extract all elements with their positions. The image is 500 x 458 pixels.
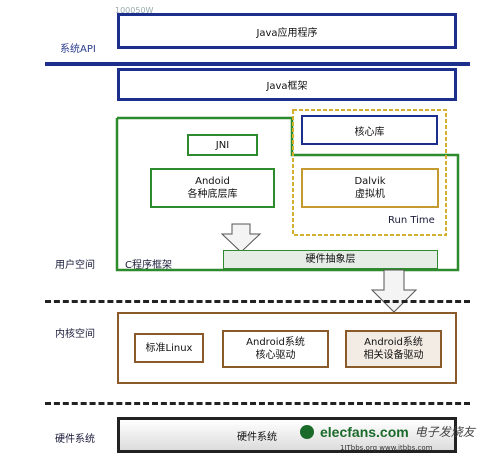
hardware-label: 硬件系统 [237, 431, 277, 443]
c-framework-label: C程序框架 [125, 260, 172, 271]
top-watermark: 100050W [115, 6, 154, 15]
jni-label: JNI [215, 139, 230, 151]
elecfans-logo-icon [300, 424, 314, 439]
elecfans-watermark: elecfans.com 电子发烧友 [300, 423, 475, 440]
java-framework-label: Java框架 [266, 81, 308, 92]
elecfans-logo-text: elecfans.com [320, 423, 409, 440]
arrow-userspace-to-kernel [370, 269, 418, 313]
java-apps-box: Java应用程序 [117, 13, 457, 49]
std-linux-label: 标准Linux [145, 342, 193, 354]
android-core-drivers-label-1: Android系统 [246, 337, 305, 348]
elecfans-url: 1ITbbs.org www.itbbs.com [340, 444, 433, 452]
jni-box: JNI [187, 134, 258, 156]
layer-label-user-space: 用户空间 [55, 260, 95, 271]
core-libs-box: 核心库 [301, 115, 438, 145]
kernel-hardware-separator [45, 402, 470, 405]
core-libs-label: 核心库 [354, 126, 385, 138]
hal-label: 硬件抽象层 [305, 254, 356, 265]
dalvik-box: Dalvik 虚拟机 [301, 168, 439, 208]
dalvik-label-2: 虚拟机 [355, 189, 385, 200]
layer-label-kernel-space: 内核空间 [55, 329, 95, 340]
native-libs-label-2: 各种底层库 [187, 189, 238, 200]
layer-label-system-api: 系统API [60, 44, 96, 55]
android-core-drivers-box: Android系统 核心驱动 [222, 330, 329, 368]
native-libs-box: Andoid 各种底层库 [150, 168, 275, 208]
hardware-box: 硬件系统 [117, 417, 457, 453]
android-device-drivers-label-2: 相关设备驱动 [363, 350, 424, 361]
std-linux-box: 标准Linux [134, 333, 204, 363]
arrow-native-to-hal [220, 223, 262, 253]
java-framework-box: Java框架 [117, 68, 457, 101]
runtime-outline [292, 109, 447, 236]
kernel-space-outline [117, 312, 457, 384]
runtime-label: Run Time [388, 215, 435, 226]
java-apps-label: Java应用程序 [256, 27, 318, 39]
android-device-drivers-label-1: Android系统 [364, 337, 423, 348]
system-api-separator [45, 62, 470, 66]
elecfans-cn-text: 电子发烧友 [414, 425, 475, 439]
hal-box: 硬件抽象层 [223, 250, 438, 269]
android-device-drivers-box: Android系统 相关设备驱动 [345, 330, 442, 368]
android-core-drivers-label-2: 核心驱动 [255, 350, 296, 361]
layer-label-hardware: 硬件系统 [55, 434, 95, 445]
user-kernel-separator [45, 300, 470, 303]
dalvik-label-1: Dalvik [354, 176, 386, 187]
native-libs-label-1: Andoid [195, 176, 230, 187]
